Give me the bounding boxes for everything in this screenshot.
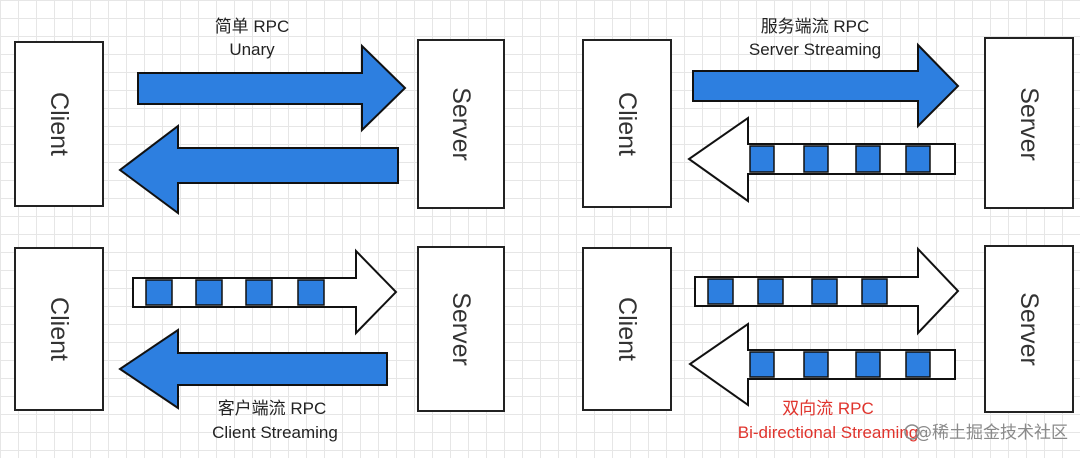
client-streaming-title-cn: 客户端流 RPC xyxy=(218,399,327,418)
bidi-server-label: Server xyxy=(1015,292,1043,366)
bidi-server-box xyxy=(984,245,1074,413)
panel-unary: 简单 RPC Unary Client Server xyxy=(14,17,505,215)
server-streaming-chunk xyxy=(905,145,931,173)
server-streaming-chunk xyxy=(803,145,829,173)
server-streaming-chunk xyxy=(855,145,881,173)
client-streaming-response-arrow xyxy=(118,328,388,410)
bidi-title-cn: 双向流 RPC xyxy=(782,399,874,418)
panel-client-streaming: Client Server 客户端流 RPC Client Streaming xyxy=(14,246,505,442)
panel-server-streaming: 服务端流 RPC Server Streaming Client Server xyxy=(582,17,1074,209)
bidi-response-chunk xyxy=(749,351,775,378)
bidi-client-box xyxy=(582,247,672,411)
watermark-text: @稀土掘金技术社区 xyxy=(915,423,1068,443)
client-streaming-client-label: Client xyxy=(45,297,73,361)
bidi-request-chunk xyxy=(811,278,838,305)
client-streaming-server-box xyxy=(417,246,505,412)
unary-client-label: Client xyxy=(45,92,73,156)
unary-title-en: Unary xyxy=(229,40,275,59)
server-streaming-client-box xyxy=(582,39,672,208)
client-streaming-server-label: Server xyxy=(447,292,475,366)
watermark: @稀土掘金技术社区 xyxy=(904,423,1068,443)
unary-request-arrow xyxy=(137,43,407,133)
server-streaming-client-label: Client xyxy=(613,92,641,156)
client-streaming-title-en: Client Streaming xyxy=(212,423,338,442)
watermark-ring-icon xyxy=(904,424,920,440)
server-streaming-request-arrow xyxy=(692,42,960,129)
server-streaming-chunk xyxy=(749,145,775,173)
client-streaming-chunk xyxy=(145,279,173,306)
bidi-request-chunk xyxy=(861,278,888,305)
server-streaming-server-box xyxy=(984,37,1074,209)
unary-title-cn: 简单 RPC xyxy=(215,17,290,36)
unary-response-arrow xyxy=(118,123,399,215)
unary-client-box xyxy=(14,41,104,207)
bidi-response-chunk xyxy=(803,351,829,378)
panel-bidi-streaming: Client Server 双向流 RPC Bi-directional Str… xyxy=(582,245,1074,442)
client-streaming-chunk xyxy=(297,279,325,306)
client-streaming-chunk xyxy=(195,279,223,306)
server-streaming-title-en: Server Streaming xyxy=(749,40,881,59)
unary-server-box xyxy=(417,39,505,209)
server-streaming-server-label: Server xyxy=(1015,87,1043,161)
server-streaming-title-cn: 服务端流 RPC xyxy=(761,17,870,36)
bidi-request-chunk xyxy=(707,278,734,305)
bidi-response-chunk xyxy=(905,351,931,378)
client-streaming-chunk xyxy=(245,279,273,306)
bidi-client-label: Client xyxy=(613,297,641,361)
bidi-response-chunk xyxy=(855,351,881,378)
unary-server-label: Server xyxy=(447,87,475,161)
bidi-title-en: Bi-directional Streaming xyxy=(738,423,918,442)
client-streaming-client-box xyxy=(14,247,104,411)
bidi-request-chunk xyxy=(757,278,784,305)
